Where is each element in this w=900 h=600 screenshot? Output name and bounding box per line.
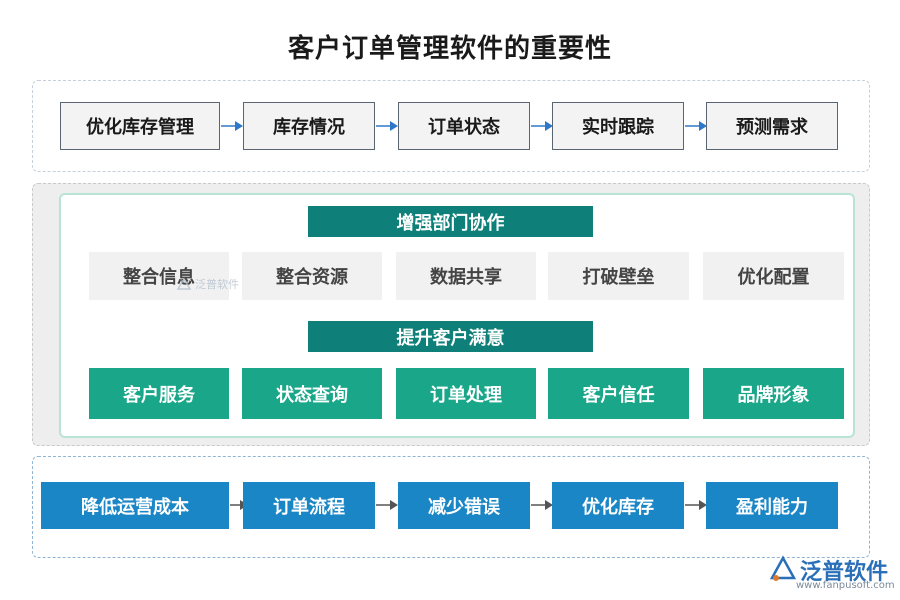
flow1-step-3: 订单状态 (398, 102, 530, 150)
row1-item-2: 整合资源 (242, 252, 382, 300)
arrow-right-icon (685, 500, 707, 510)
logo-icon (176, 277, 192, 290)
flow3-step-3: 减少错误 (398, 482, 530, 529)
arrow-right-icon (685, 121, 707, 131)
page-title: 客户订单管理软件的重要性 (287, 34, 612, 64)
row1-item-4: 打破壁垒 (548, 252, 689, 300)
flow1-step-4: 实时跟踪 (552, 102, 684, 150)
row1-item-3: 数据共享 (396, 252, 536, 300)
row1-item-1: 整合信息 (89, 252, 229, 300)
logo-text: 泛普软件 (800, 560, 889, 585)
row2-item-3: 订单处理 (396, 368, 536, 419)
flow3-step-4: 优化库存 (552, 482, 684, 529)
arrow-right-icon (376, 121, 398, 131)
row2-item-2: 状态查询 (242, 368, 382, 419)
header-department-collaboration: 增强部门协作 (308, 206, 593, 237)
brand-logo: 泛普软件 www.fanpusoft.com (768, 552, 896, 596)
header-customer-satisfaction: 提升客户满意 (308, 321, 593, 352)
flow1-step-1: 优化库存管理 (60, 102, 220, 150)
watermark-small-text: 泛普软件 (195, 278, 239, 291)
logo-icon (769, 555, 797, 581)
row2-item-5: 品牌形象 (703, 368, 844, 419)
flow1-step-2: 库存情况 (243, 102, 375, 150)
arrow-right-icon (531, 500, 553, 510)
arrow-right-icon (376, 500, 398, 510)
row2-item-4: 客户信任 (548, 368, 689, 419)
watermark-small: 泛普软件 (176, 276, 239, 292)
flow3-step-2: 订单流程 (243, 482, 375, 529)
arrow-right-icon (221, 121, 243, 131)
flow3-step-1: 降低运营成本 (41, 482, 229, 529)
arrow-right-icon (531, 121, 553, 131)
row2-item-1: 客户服务 (89, 368, 229, 419)
row1-item-5: 优化配置 (703, 252, 844, 300)
logo-url: www.fanpusoft.com (796, 580, 895, 591)
flow3-step-5: 盈利能力 (706, 482, 838, 529)
flow1-step-5: 预测需求 (706, 102, 838, 150)
